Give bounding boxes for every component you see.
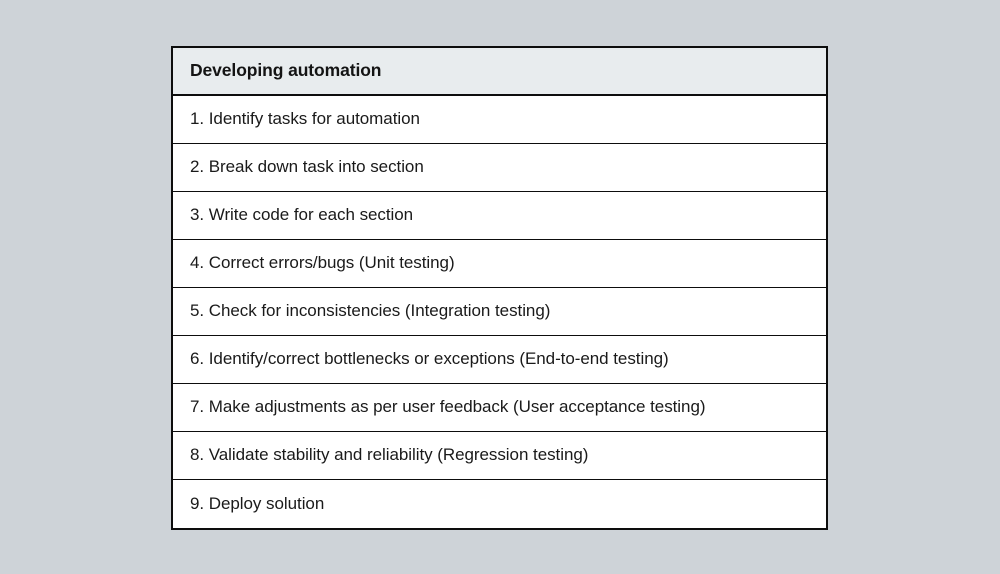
table-row: 7. Make adjustments as per user feedback… (173, 384, 826, 432)
developing-automation-table: Developing automation 1. Identify tasks … (171, 46, 828, 530)
step-text: 2. Break down task into section (190, 157, 424, 177)
table-row: 2. Break down task into section (173, 144, 826, 192)
step-text: 9. Deploy solution (190, 493, 325, 513)
table-row: 6. Identify/correct bottlenecks or excep… (173, 336, 826, 384)
table-header: Developing automation (173, 48, 826, 96)
step-text: 5. Check for inconsistencies (Integratio… (190, 301, 551, 321)
table-row: 5. Check for inconsistencies (Integratio… (173, 288, 826, 336)
table-row: 8. Validate stability and reliability (R… (173, 432, 826, 480)
table-row: 3. Write code for each section (173, 192, 826, 240)
step-text: 8. Validate stability and reliability (R… (190, 445, 589, 465)
table-row: 4. Correct errors/bugs (Unit testing) (173, 240, 826, 288)
table-body: 1. Identify tasks for automation 2. Brea… (173, 96, 826, 528)
table-row: 9. Deploy solution (173, 480, 826, 528)
table-row: 1. Identify tasks for automation (173, 96, 826, 144)
step-text: 1. Identify tasks for automation (190, 109, 420, 129)
step-text: 7. Make adjustments as per user feedback… (190, 397, 706, 417)
table-title: Developing automation (190, 60, 382, 81)
step-text: 6. Identify/correct bottlenecks or excep… (190, 349, 669, 369)
step-text: 4. Correct errors/bugs (Unit testing) (190, 253, 455, 273)
step-text: 3. Write code for each section (190, 205, 414, 225)
